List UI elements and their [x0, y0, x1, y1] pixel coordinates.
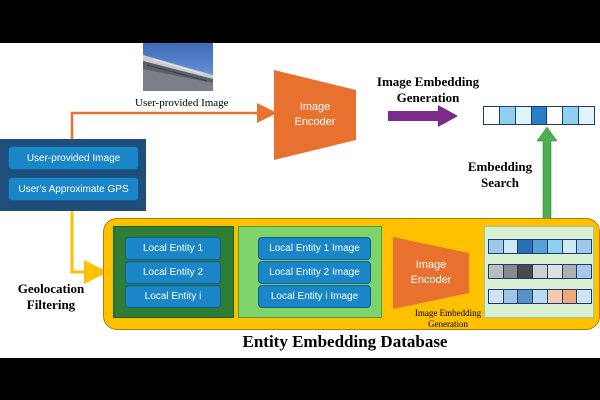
local-entity-image-item: Local Entity 2 Image: [258, 261, 371, 284]
entity-embedding-row: [488, 289, 592, 304]
embedding-cell: [547, 107, 564, 124]
image-encoder-top: [274, 70, 356, 160]
embedding-cell: [562, 240, 578, 253]
embedding-cell: [577, 240, 592, 253]
embedding-cell: [547, 290, 563, 303]
embedding-cell: [489, 240, 504, 253]
image-encoder-bottom-label: Image Encoder: [410, 259, 452, 286]
embedding-search-label: Embedding Search: [467, 159, 533, 190]
embedding-cell: [579, 107, 595, 124]
local-entities-panel: Local Entity 1 Local Entity 2 Local Enti…: [113, 226, 234, 318]
entity-embeddings-panel: [484, 226, 594, 318]
embedding-cell: [533, 265, 548, 278]
embedding-cell: [503, 265, 519, 278]
embedding-cell: [533, 240, 548, 253]
embedding-cell: [547, 240, 563, 253]
embedding-cell: [562, 265, 578, 278]
user-approximate-gps-box: User's Approximate GPS: [8, 177, 139, 201]
embedding-cell: [531, 107, 548, 124]
user-provided-image-caption: User-provided Image: [135, 97, 229, 109]
embedding-cell: [518, 240, 534, 253]
embedding-cell: [515, 107, 532, 124]
image-encoder-bottom: [393, 237, 469, 309]
embedding-cell: [563, 107, 580, 124]
embedding-cell: [533, 290, 548, 303]
query-embedding-vector: [483, 106, 595, 125]
embedding-cell: [489, 290, 504, 303]
embedding-cell: [518, 265, 534, 278]
local-entity-images-panel: Local Entity 1 Image Local Entity 2 Imag…: [238, 226, 382, 318]
local-entity-item: Local Entity i: [125, 285, 221, 308]
user-photo-thumbnail: [143, 43, 213, 91]
embedding-cell: [503, 290, 519, 303]
embedding-generation-arrow: [388, 105, 458, 127]
user-provided-image-box: User-provided Image: [8, 146, 139, 170]
embedding-cell: [518, 290, 534, 303]
entity-embedding-database-title: Entity Embedding Database: [242, 332, 448, 351]
image-embedding-generation-label-bottom: Image Embedding Generation: [414, 308, 482, 329]
embedding-cell: [503, 240, 519, 253]
image-encoder-top-label: Image Encoder: [294, 101, 336, 128]
embedding-cell: [577, 290, 592, 303]
embedding-cell: [562, 290, 578, 303]
embedding-cell: [547, 265, 563, 278]
entity-embedding-row: [488, 264, 592, 279]
local-entity-item: Local Entity 2: [125, 261, 221, 284]
entity-embedding-row: [488, 239, 592, 254]
embedding-cell: [489, 265, 504, 278]
local-entity-image-item: Local Entity i Image: [258, 285, 371, 308]
embedding-cell: [577, 265, 592, 278]
embedding-cell: [484, 107, 500, 124]
image-embedding-generation-label-top: Image Embedding Generation: [376, 74, 480, 105]
diagram-canvas: User-provided Image: [0, 43, 600, 358]
local-entity-item: Local Entity 1: [125, 237, 221, 260]
user-input-panel: User-provided Image User's Approximate G…: [0, 139, 146, 211]
gps-filter-arrow: [70, 211, 108, 284]
embedding-search-arrow: [537, 127, 557, 237]
embedding-cell: [499, 107, 516, 124]
geolocation-filtering-label: Geolocation Filtering: [17, 281, 85, 312]
local-entity-image-item: Local Entity 1 Image: [258, 237, 371, 260]
image-input-arrow: [70, 103, 277, 140]
